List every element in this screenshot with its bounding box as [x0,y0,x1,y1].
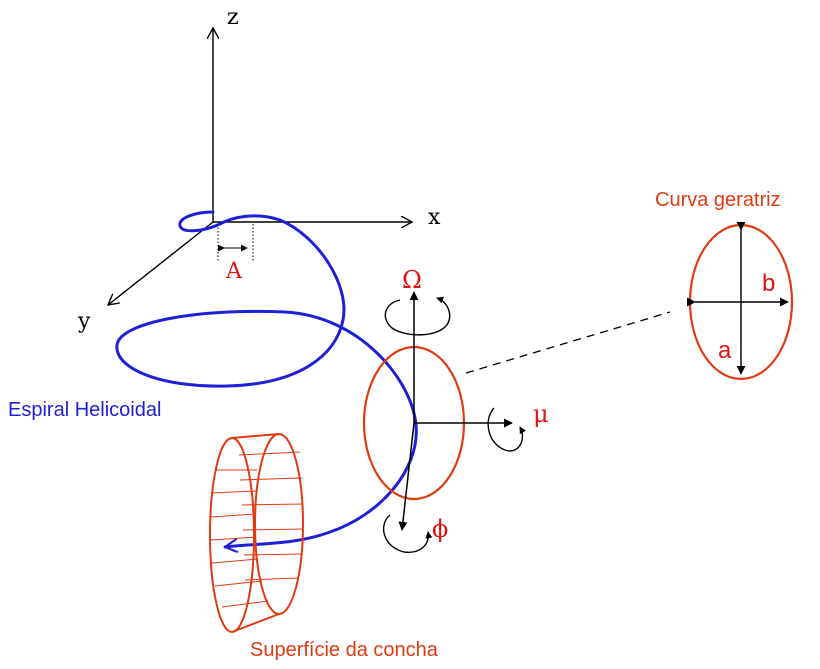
shell-back-ellipse [209,437,255,633]
phi-axis [398,422,415,531]
helical-spiral-label: Espiral Helicoidal [8,399,161,421]
shell-hatching [210,451,304,608]
helical-spiral-curve [115,210,418,547]
coordinate-axes [108,28,412,305]
shell-front-ellipse [254,433,304,615]
generating-curve-detail: b a [686,221,794,381]
rotation-axes [398,291,513,531]
generating-curve-label: Curva geratriz [655,189,781,211]
shell-surface-label: Superfície da concha [250,639,439,661]
shell-top-edge [231,433,280,439]
y-axis-label: y [77,309,91,334]
amplitude-marker: A [217,224,254,284]
z-axis-label: z [227,5,239,30]
y-axis [108,221,214,305]
phi-label: ϕ [432,515,448,543]
amplitude-label: A [225,259,243,284]
phi-rotation-arrow [382,514,433,553]
semi-axis-b-label: b [762,270,775,297]
omega-rotation [384,296,451,336]
mu-rotation-arrow [487,407,526,452]
shell-bottom-edge [231,613,280,633]
shell-surface [209,433,304,633]
phi-rotation [382,514,433,553]
omega-rotation-arrow [384,296,451,336]
dashed-connector [465,311,671,374]
mu-label: μ [533,400,549,428]
semi-axis-a-label: a [718,337,732,364]
omega-label: Ω [402,266,422,294]
mu-rotation [487,407,526,452]
x-axis-label: x [428,205,441,230]
